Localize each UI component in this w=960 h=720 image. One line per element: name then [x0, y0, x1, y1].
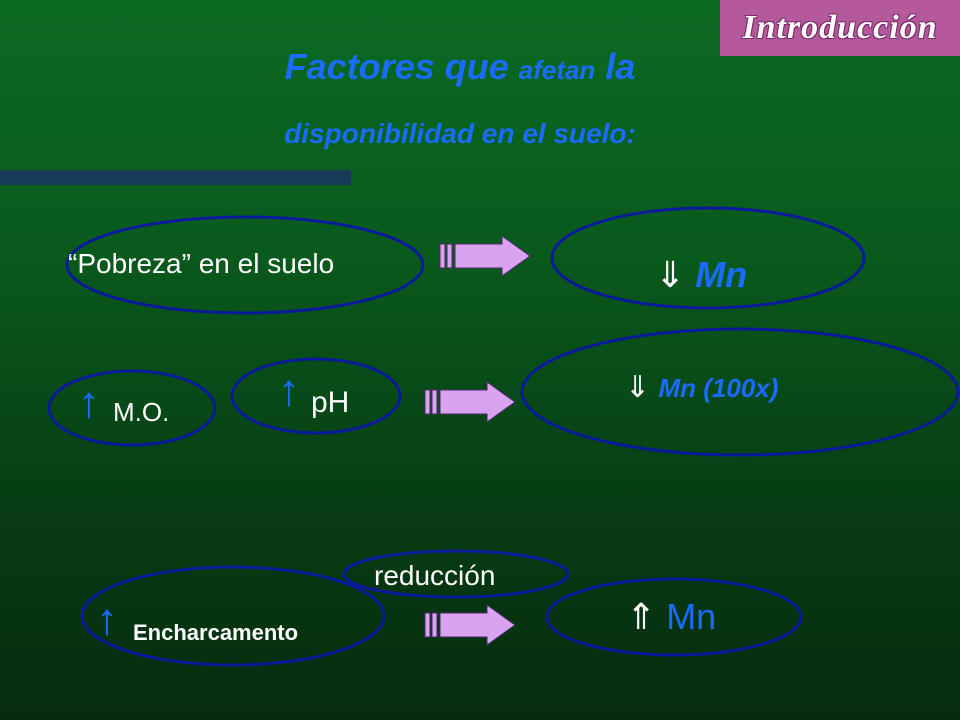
mn-increase-label: ⇑ Mn: [626, 596, 716, 638]
title-part-c: la: [595, 46, 636, 87]
section-tag-label: Introducción: [742, 9, 938, 46]
ellipse-mn-increase: [545, 577, 803, 657]
up-arrow-ph-icon: ↑: [278, 366, 300, 415]
section-tag: Introducción: [720, 0, 960, 56]
double-down-arrow-icon: ⇓: [655, 254, 686, 295]
ph-label: pH: [311, 386, 350, 419]
slide-title-line1: Factores que afetan la: [120, 46, 800, 88]
mn-increase-text: Mn: [666, 596, 717, 637]
double-down-arrow-icon: ⇓: [625, 371, 651, 404]
arrow-row3: [424, 604, 516, 646]
up-arrow-encharcamento-icon: ↑: [96, 595, 118, 644]
arrow-row2: [424, 381, 516, 423]
ellipse-encharcamento: [80, 565, 386, 667]
double-up-arrow-icon: ⇑: [626, 596, 657, 637]
ellipse-pobreza: [65, 215, 425, 315]
ellipse-mn-100x: [520, 327, 960, 457]
encharcamento-label: Encharcamento: [133, 620, 299, 645]
slide-title-line2: disponibilidad en el suelo:: [284, 118, 636, 149]
up-arrow-mo-icon: ↑: [78, 378, 100, 427]
mn-100x-text: Mn (100x): [658, 373, 779, 403]
title-part-b: afetan: [518, 55, 596, 85]
mn-decrease-label: ⇓ Mn: [655, 254, 747, 296]
reduccion-label: reducción: [374, 560, 496, 591]
ellipse-reduccion: [342, 549, 570, 599]
mo-text: M.O.: [113, 397, 170, 427]
pobreza-label: “Pobreza” en el suelo: [68, 248, 335, 279]
ellipse-mo: [47, 369, 217, 447]
decorative-bar: [0, 170, 351, 185]
mo-label: M.O.: [113, 397, 169, 428]
arrow-row1: [439, 235, 531, 277]
title-part-a: Factores que: [284, 46, 519, 87]
ellipse-mn-decrease: [550, 206, 866, 310]
mn-100x-label: ⇓ Mn (100x): [625, 370, 778, 405]
ellipse-ph: [230, 357, 402, 435]
mn-text: Mn: [695, 254, 748, 295]
